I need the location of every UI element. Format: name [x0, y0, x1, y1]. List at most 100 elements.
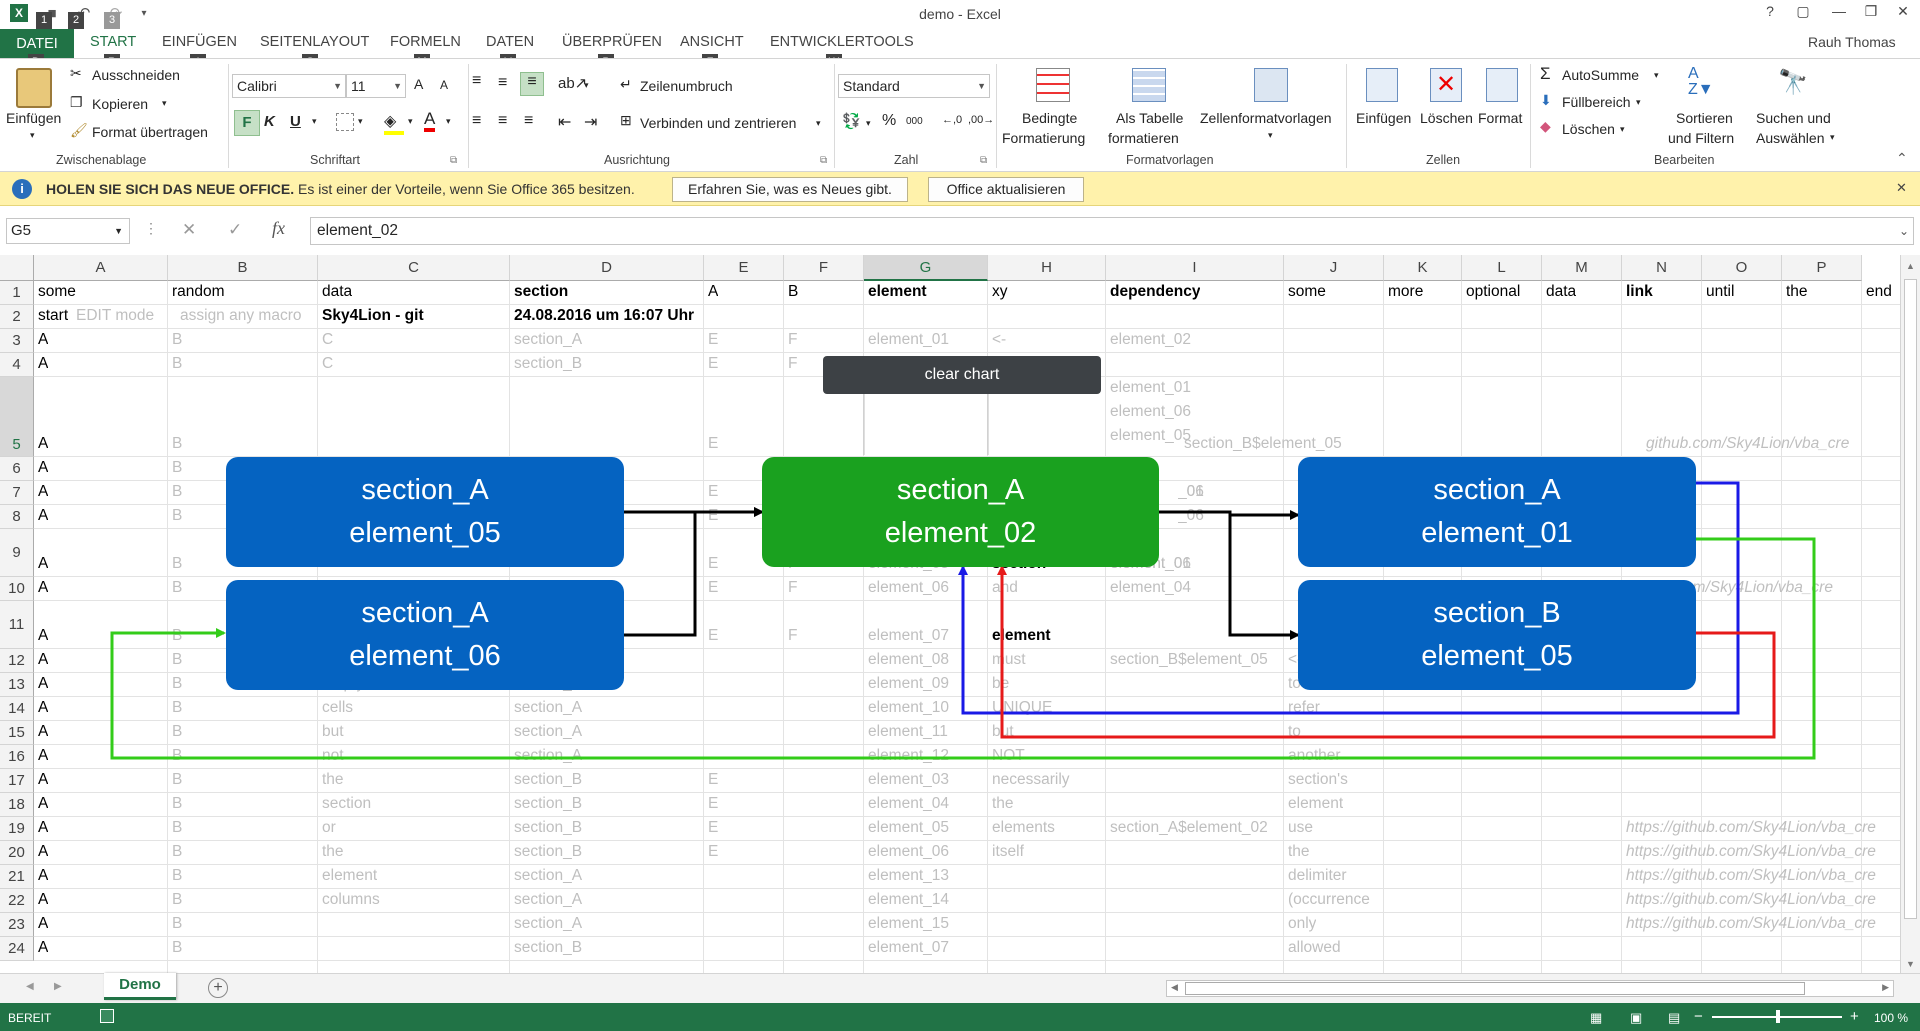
cell[interactable]: B [172, 795, 183, 812]
cell[interactable]: E [708, 507, 719, 524]
cell[interactable]: xy [992, 283, 1008, 300]
scroll-up-icon[interactable]: ▲ [1906, 261, 1915, 271]
wrap-text-icon[interactable]: ↵ [620, 76, 632, 92]
row-header-18[interactable]: 18 [0, 793, 34, 817]
cell-styles-icon[interactable] [1254, 68, 1288, 102]
fill-dropdown-icon[interactable]: ▾ [1636, 97, 1641, 107]
cell[interactable]: element_02 [1110, 331, 1192, 348]
insert-cells-icon[interactable] [1366, 68, 1398, 102]
customize-qat-icon[interactable]: ▾ [141, 8, 147, 19]
cell[interactable]: section [514, 283, 569, 300]
cell[interactable]: A [38, 867, 49, 884]
cell[interactable]: C [322, 331, 334, 348]
cell[interactable]: https://github.com/Sky4Lion/vba_cre [1626, 843, 1876, 860]
cell[interactable]: section_B [514, 819, 583, 836]
cell[interactable]: F [788, 331, 798, 348]
cell[interactable]: https://github.com/Sky4Lion/vba_cre [1626, 867, 1876, 884]
autosum-button[interactable]: AutoSumme [1562, 67, 1640, 83]
cell[interactable]: element_13 [868, 867, 950, 884]
cell[interactable]: A [38, 507, 49, 524]
cell[interactable]: must [992, 651, 1026, 668]
cell[interactable]: A [38, 651, 49, 668]
clear-chart-button[interactable]: clear chart [823, 356, 1101, 394]
tab-formeln[interactable]: FORMELN [390, 34, 461, 50]
decrease-decimal-icon[interactable]: ,00→ [968, 114, 995, 126]
user-name[interactable]: Rauh Thomas [1808, 34, 1896, 50]
cell[interactable]: or [322, 819, 336, 836]
save-icon[interactable]: ■ [47, 5, 57, 22]
cell[interactable]: assign any macro [180, 307, 302, 324]
column-header-k[interactable]: K [1384, 255, 1462, 281]
cell[interactable]: A [38, 915, 49, 932]
cell[interactable]: B [172, 891, 183, 908]
cell[interactable]: B [172, 699, 183, 716]
cell[interactable]: some [1288, 283, 1326, 300]
cell[interactable]: E [708, 579, 719, 596]
zoom-slider-thumb[interactable] [1776, 1010, 1780, 1023]
find-select-button[interactable]: Suchen und [1756, 110, 1831, 126]
cell[interactable]: to [1288, 675, 1301, 692]
row-header-7[interactable]: 7 [0, 481, 34, 505]
cell[interactable]: E [708, 483, 719, 500]
cell[interactable]: some [38, 283, 76, 300]
bold-button[interactable]: F [234, 110, 260, 136]
row-header-9[interactable]: 9 [0, 529, 34, 577]
number-format-dropdown[interactable]: Standard▼ [838, 74, 990, 98]
currency-icon[interactable]: 💱 [842, 113, 861, 130]
cell[interactable]: section_A [514, 723, 583, 740]
currency-dropdown-icon[interactable]: ▾ [866, 118, 871, 128]
dialog-launcher-icon[interactable]: ⧉ [980, 155, 988, 166]
cell[interactable]: B [788, 283, 799, 300]
zoom-level[interactable]: 100 % [1874, 1011, 1909, 1025]
cell[interactable]: E [708, 555, 719, 572]
cell[interactable]: A [38, 555, 49, 572]
font-size-dropdown[interactable]: 11▼ [346, 74, 406, 98]
fill-color-icon[interactable]: ◈ [384, 111, 404, 135]
cell[interactable]: Sky4Lion - git [322, 307, 424, 324]
row-header-24[interactable]: 24 [0, 937, 34, 961]
row-header-23[interactable]: 23 [0, 913, 34, 937]
border-icon[interactable] [336, 113, 354, 131]
prev-sheet-icon[interactable]: ◀ [26, 981, 34, 992]
tab-ansicht[interactable]: ANSICHT [680, 34, 744, 50]
cell[interactable]: element_07 [868, 627, 950, 644]
cell[interactable]: A [38, 331, 49, 348]
column-header-d[interactable]: D [510, 255, 704, 281]
cell[interactable]: _01 [1178, 483, 1204, 500]
cell[interactable]: random [172, 283, 225, 300]
cell[interactable]: the [1288, 843, 1310, 860]
cell[interactable]: element_08 [868, 651, 950, 668]
cell[interactable]: A [38, 355, 49, 372]
cell[interactable]: element [322, 867, 378, 884]
minimize-button[interactable]: — [1832, 3, 1846, 19]
font-color-dropdown-icon[interactable]: ▾ [446, 116, 451, 126]
cell[interactable]: B [172, 867, 183, 884]
cell[interactable]: section [322, 795, 372, 812]
cell[interactable]: A [38, 483, 49, 500]
delete-cells-icon[interactable]: ✕ [1430, 68, 1462, 102]
format-cells-button[interactable]: Format [1478, 110, 1523, 126]
cell[interactable]: B [172, 747, 183, 764]
conditional-formatting-button[interactable]: Bedingte [1022, 110, 1078, 126]
cell[interactable]: A [38, 579, 49, 596]
row-header-21[interactable]: 21 [0, 865, 34, 889]
ribbon-display-button[interactable]: ▢ [1796, 3, 1810, 19]
format-painter-button[interactable]: Format übertragen [92, 124, 208, 140]
align-right-icon[interactable]: ≡ [524, 112, 534, 129]
vertical-scrollbar[interactable]: ▲ ▼ [1900, 255, 1920, 973]
cell[interactable]: element_05 [868, 819, 950, 836]
cell[interactable]: (occurrence [1288, 891, 1370, 908]
scroll-thumb[interactable] [1904, 279, 1917, 919]
autosum-icon[interactable]: Σ [1540, 64, 1551, 83]
cell[interactable]: B [172, 651, 183, 668]
cell[interactable]: https://github.com/Sky4Lion/vba_cre [1626, 915, 1876, 932]
cell[interactable]: section_B [514, 939, 583, 956]
cell[interactable]: delimiter [1288, 867, 1347, 884]
decrease-indent-icon[interactable]: ⇤ [558, 114, 572, 131]
insert-function-button[interactable]: fx [272, 218, 285, 238]
cell[interactable]: B [172, 843, 183, 860]
cell[interactable]: A [38, 771, 49, 788]
macro-record-icon[interactable] [100, 1009, 114, 1023]
